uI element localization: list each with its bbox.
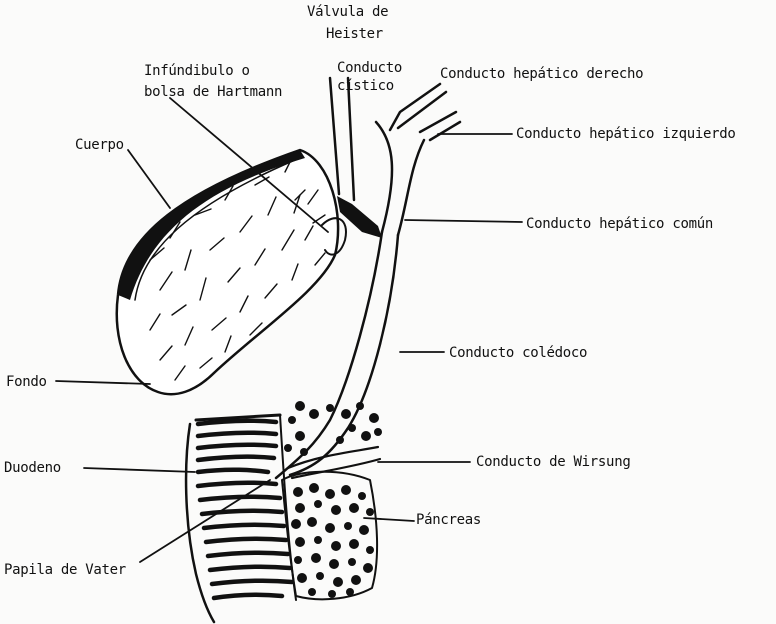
label-infundibulo-line2: bolsa de Hartmann (144, 84, 282, 101)
label-cuerpo: Cuerpo (75, 137, 124, 154)
label-hepatico-izquierdo: Conducto hepático izquierdo (516, 126, 735, 143)
label-hepatico-comun: Conducto hepático común (526, 216, 713, 233)
label-valvula-heister-line2: Heister (326, 26, 383, 43)
leader-papila (140, 480, 270, 562)
leader-duodeno (84, 468, 195, 472)
label-papila-vater: Papila de Vater (4, 562, 126, 579)
leader-hepatico-comun (405, 220, 522, 222)
gallbladder (117, 150, 382, 394)
label-conducto-cistico-line1: Conducto (337, 60, 402, 77)
leader-pancreas (364, 518, 414, 521)
label-infundibulo-line1: Infúndibulo o (144, 63, 250, 80)
label-valvula-heister-line1: Válvula de (307, 4, 388, 21)
label-hepatico-derecho: Conducto hepático derecho (440, 66, 643, 83)
label-conducto-cistico-line2: cístico (337, 78, 394, 95)
label-coledoco: Conducto colédoco (449, 345, 587, 362)
duodenum (186, 415, 296, 622)
label-wirsung: Conducto de Wirsung (476, 454, 630, 471)
duodenum-folds (198, 421, 292, 598)
leader-fondo (56, 381, 150, 384)
leader-cuerpo (128, 150, 170, 208)
label-pancreas: Páncreas (416, 512, 481, 529)
label-fondo: Fondo (6, 374, 47, 391)
label-duodeno: Duodeno (4, 460, 61, 477)
pancreas (282, 401, 382, 599)
